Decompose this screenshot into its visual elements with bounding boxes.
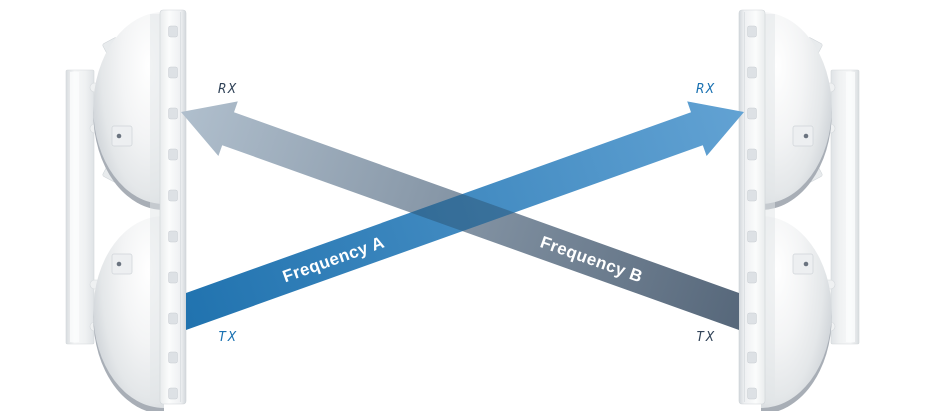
antenna-right (738, 9, 860, 411)
right-rx-label: RX (696, 82, 716, 97)
left-tx-label: TX (218, 330, 238, 345)
left-rx-label: RX (218, 82, 238, 97)
right-tx-label: TX (696, 330, 716, 345)
antenna-left (65, 9, 187, 411)
frequency-a-arrow (186, 101, 744, 331)
